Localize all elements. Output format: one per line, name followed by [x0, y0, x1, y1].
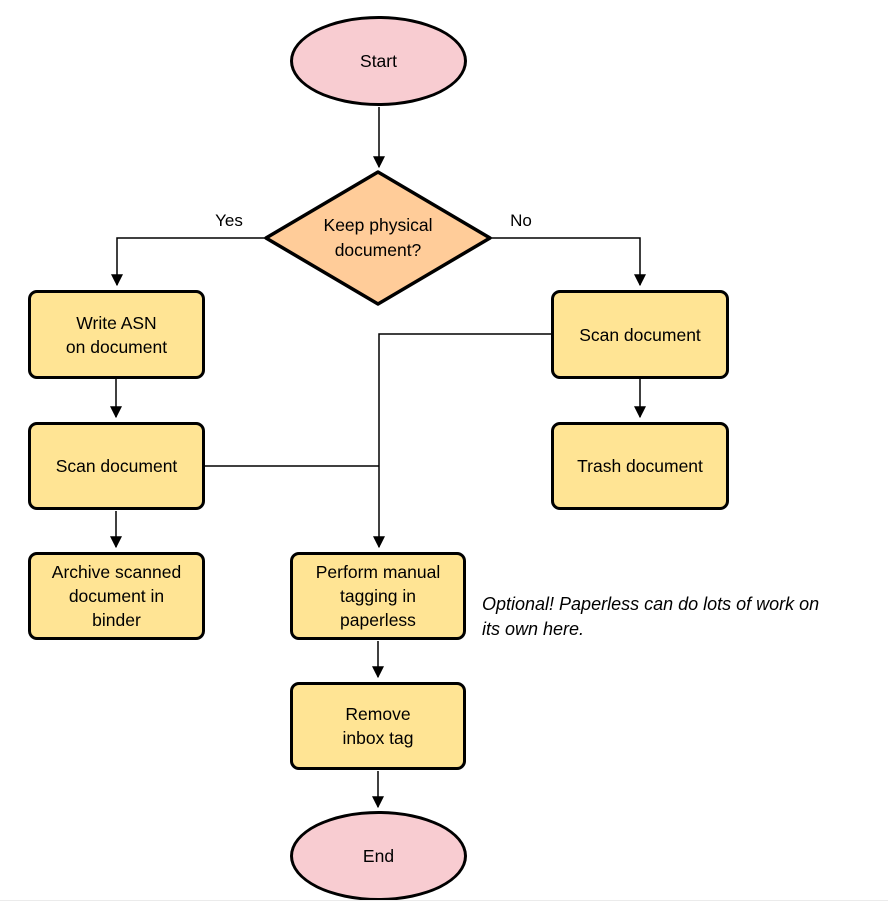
remove-inbox-tag-node: Remove inbox tag — [290, 682, 466, 770]
write-asn-node-label: Write ASN on document — [65, 312, 168, 357]
edge-label-yes: Yes — [215, 211, 243, 230]
trash-document-node-label: Trash document — [577, 456, 703, 476]
end-node: End — [290, 811, 467, 901]
write-asn-node: Write ASN on document — [28, 290, 205, 379]
scan-document-right-node: Scan document — [551, 290, 729, 379]
start-node: Start — [290, 16, 467, 106]
decision-diamond-polygon — [264, 170, 492, 306]
edge-decision-no — [490, 237, 646, 287]
end-node-label: End — [362, 846, 395, 866]
trash-document-node: Trash document — [551, 422, 729, 510]
scan-document-right-node-label: Scan document — [579, 324, 701, 345]
scan-document-left-node-label: Scan document — [55, 456, 178, 476]
manual-tagging-node-label: Perform manual tagging in paperless — [315, 562, 441, 630]
scan-document-left-node: Scan document — [28, 422, 205, 510]
archive-node: Archive scanned document in binder — [28, 552, 205, 640]
edge-decision-yes — [111, 237, 266, 287]
edge-scanright-tagging — [373, 333, 551, 549]
optional-annotation: Optional! Paperless can do lots of work … — [482, 594, 820, 639]
page-bottom-divider — [0, 900, 888, 901]
archive-node-label: Archive scanned document in binder — [51, 562, 182, 630]
decision-diamond-shape — [264, 170, 492, 306]
remove-inbox-tag-node-label: Remove inbox tag — [342, 704, 414, 748]
decision-node-label: Keep physical document? — [323, 215, 433, 260]
manual-tagging-node: Perform manual tagging in paperless — [290, 552, 466, 640]
start-node-label: Start — [360, 51, 397, 71]
edge-label-no: No — [510, 211, 532, 230]
